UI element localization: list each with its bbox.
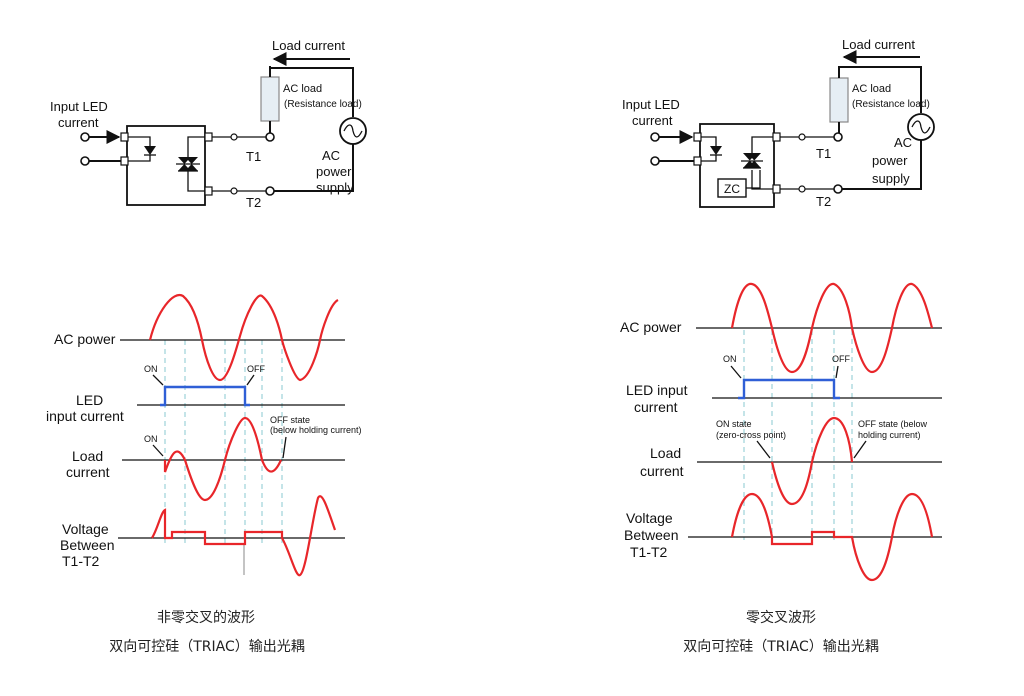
led-label-2: input current [46, 408, 124, 424]
ac-supply-label-3: supply [872, 171, 910, 186]
left-caption-2: 双向可控硅（TRIAC）输出光耦 [109, 639, 305, 655]
led-diode-symbol [710, 146, 722, 155]
on-label-1: ON [144, 364, 158, 374]
left-caption-1: 非零交叉的波形 [157, 609, 255, 626]
triac-symbol [743, 153, 761, 168]
ac-supply-label-1: AC [322, 148, 340, 163]
led-label-1: LED [76, 392, 103, 408]
zc-label: ZC [724, 182, 740, 196]
ac-power-wave [148, 293, 339, 382]
off-state-label-1: OFF state [270, 415, 310, 425]
on-state-label-1: ON state [716, 419, 752, 429]
optocoupler-package [126, 125, 206, 206]
ac-load-label: AC load [283, 83, 322, 95]
voltage-label-3: T1-T2 [630, 544, 668, 560]
load-current-wave [770, 416, 854, 506]
t2-label: T2 [816, 194, 831, 209]
ac-load-label: AC load [852, 83, 891, 95]
left-circuit-diagram: Load current AC load (Resistance load) A… [50, 38, 367, 210]
voltage-label-1: Voltage [626, 510, 673, 526]
ac-power-label: AC power [620, 319, 682, 335]
led-input-pulse [160, 385, 250, 407]
ac-supply-label-2: power [316, 164, 352, 179]
right-caption-2: 双向可控硅（TRIAC）输出光耦 [683, 639, 879, 655]
input-led-label-1: Input LED [622, 97, 680, 112]
left-waveform-diagram: AC power LED input current ON OFF Load c… [46, 293, 362, 577]
ac-load-resistor [829, 77, 849, 123]
voltage-label-3: T1-T2 [62, 553, 100, 569]
voltage-t1-t2-wave [151, 495, 337, 577]
ac-load-resistor [260, 76, 280, 122]
t1-label: T1 [246, 149, 261, 164]
led-label-1: LED input [626, 382, 688, 398]
input-led-label-1: Input LED [50, 99, 108, 114]
on-label-1: ON [723, 354, 737, 364]
ac-power-label: AC power [54, 331, 116, 347]
on-state-label-2: (zero-cross point) [716, 430, 786, 440]
voltage-t1-t2-wave [730, 492, 934, 582]
off-label-1: OFF [247, 364, 265, 374]
voltage-label-2: Between [60, 537, 114, 553]
right-waveform-diagram: AC power LED input current ON OFF Load c… [620, 282, 942, 582]
load-label-1: Load [650, 445, 681, 461]
led-input-pulse [738, 378, 840, 400]
input-led-label-2: current [58, 115, 99, 130]
resistance-load-label: (Resistance load) [284, 99, 362, 110]
triac-symbol [178, 157, 198, 171]
load-label-2: current [640, 463, 684, 479]
t2-label: T2 [246, 195, 261, 210]
led-diode-symbol [144, 146, 156, 155]
led-label-2: current [634, 399, 678, 415]
input-led-label-2: current [632, 113, 673, 128]
off-label-1: OFF [832, 354, 850, 364]
voltage-label-1: Voltage [62, 521, 109, 537]
on-label-2: ON [144, 434, 158, 444]
off-state-label-2: (below holding current) [270, 425, 362, 435]
right-circuit-diagram: Load current AC load (Resistance load) A… [622, 37, 935, 209]
load-label-2: current [66, 464, 110, 480]
right-caption-1: 零交叉波形 [746, 609, 816, 626]
t1-label: T1 [816, 146, 831, 161]
ac-supply-label-3: supply [316, 180, 354, 195]
resistance-load-label: (Resistance load) [852, 99, 930, 110]
ac-supply-label-1: AC [894, 135, 912, 150]
off-state-label-1: OFF state (below [858, 419, 928, 429]
load-current-label: Load current [842, 37, 915, 52]
ac-power-wave [730, 282, 934, 374]
load-label-1: Load [72, 448, 103, 464]
voltage-label-2: Between [624, 527, 678, 543]
load-current-label: Load current [272, 38, 345, 53]
off-state-label-2: holding current) [858, 430, 921, 440]
ac-supply-label-2: power [872, 153, 908, 168]
load-current-wave [163, 416, 283, 502]
